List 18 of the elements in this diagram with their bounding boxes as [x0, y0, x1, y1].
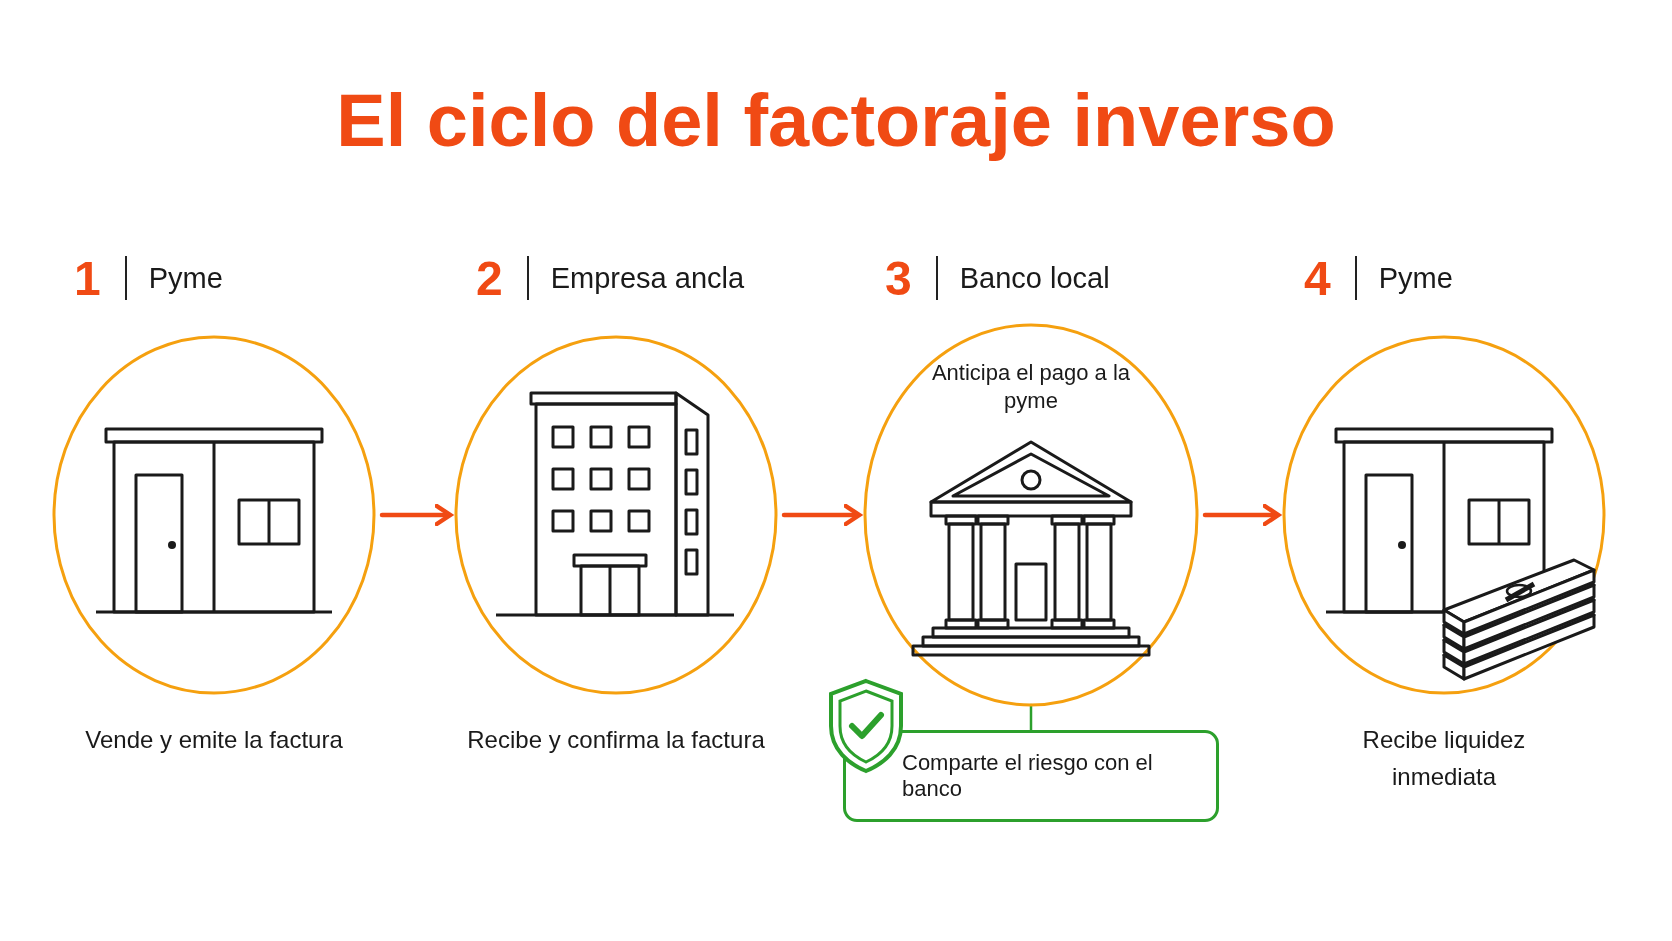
step-number: 2	[476, 250, 503, 306]
info-text: Comparte el riesgo con el banco	[902, 750, 1154, 802]
step-caption: Recibe liquidez inmediata	[1361, 725, 1527, 792]
step-description: Anticipa el pago a la pyme	[930, 359, 1132, 415]
arrow	[781, 503, 862, 527]
arrow	[1202, 503, 1281, 527]
step-caption: Recibe y confirma la factura	[466, 725, 766, 755]
title: El ciclo del factoraje inverso	[335, 78, 1337, 163]
step-number: 4	[1304, 250, 1331, 306]
step-number: 3	[885, 250, 912, 306]
step-title: Pyme	[1378, 261, 1453, 295]
step-number: 1	[74, 250, 101, 306]
step-title: Banco local	[959, 261, 1110, 295]
step-title: Pyme	[148, 261, 223, 295]
step-caption: Vende y emite la factura	[84, 725, 344, 755]
connector-line	[1029, 703, 1033, 732]
arrow	[379, 503, 453, 527]
step-title: Empresa ancla	[550, 261, 745, 295]
